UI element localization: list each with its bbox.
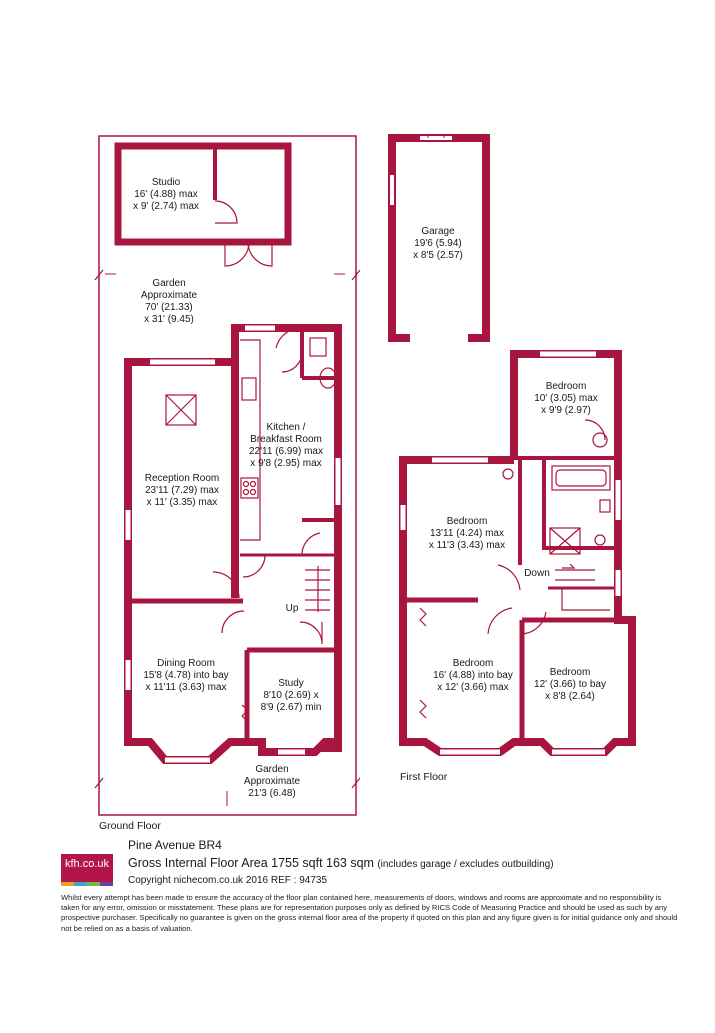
bedroom-front-dims-1: 16' (4.88) into bay (433, 670, 513, 681)
kitchen-dims-2: x 9'8 (2.95) max (250, 458, 321, 469)
studio-name: Studio (152, 177, 181, 188)
study-dims-2: 8'9 (2.67) min (261, 702, 322, 713)
first-floor-label: First Floor (400, 771, 448, 783)
reception-dims-1: 23'11 (7.29) max (145, 485, 219, 496)
bedroom-mid-dims-2: x 11'3 (3.43) max (429, 540, 505, 551)
front-garden-dims: 21'3 (6.48) (248, 788, 296, 799)
studio-dims-2: x 9' (2.74) max (133, 201, 199, 212)
rear-garden-dims-1: 70' (21.33) (145, 302, 193, 313)
rear-garden-approx: Approximate (141, 290, 198, 301)
studio-walls (114, 142, 292, 246)
kitchen-name-2: Breakfast Room (250, 434, 322, 445)
reception-dims-2: x 11' (3.35) max (147, 497, 218, 508)
reception-name: Reception Room (145, 473, 219, 484)
bedroom-small-dims-1: 12' (3.66) to bay (534, 679, 606, 690)
rear-garden-name: Garden (152, 278, 185, 289)
bedroom-small-name: Bedroom (550, 667, 591, 678)
first-windows (400, 351, 621, 755)
garden-boundary (98, 135, 357, 816)
stairs-down-label: Down (524, 568, 550, 579)
dining-dims-2: x 11'11 (3.63) max (145, 682, 226, 693)
kitchen-dims-1: 22'11 (6.99) max (249, 446, 323, 457)
garage-name: Garage (421, 226, 455, 237)
garage-dims-1: 19'6 (5.94) (414, 238, 462, 249)
ground-floor-label: Ground Floor (99, 820, 161, 832)
skylight (165, 394, 197, 426)
bedroom-mid-dims-1: 13'11 (4.24) max (430, 528, 504, 539)
bedroom-small-dims-2: x 8'8 (2.64) (545, 691, 595, 702)
bedroom-mid-name: Bedroom (447, 516, 488, 527)
first-fittings (419, 419, 611, 719)
dining-name: Dining Room (157, 658, 215, 669)
rear-garden-dims-2: x 31' (9.45) (144, 314, 194, 325)
study-name: Study (278, 678, 304, 689)
stairs-up-label: Up (286, 603, 299, 614)
studio-doors (214, 200, 273, 267)
kitchen-fittings (240, 327, 337, 541)
garage-dims-2: x 8'5 (2.57) (413, 250, 463, 261)
window-frames (150, 324, 342, 764)
garage-walls (388, 134, 490, 342)
dining-dims-1: 15'8 (4.78) into bay (143, 670, 228, 681)
first-window-frames (432, 350, 605, 756)
bedroom-top-dims-1: 10' (3.05) max (534, 393, 598, 404)
hall-doors (212, 532, 330, 723)
kitchen-name: Kitchen / (267, 422, 306, 433)
front-garden-approx: Approximate (244, 776, 301, 787)
bedroom-front-name: Bedroom (453, 658, 494, 669)
studio-dims-1: 16' (4.88) max (134, 189, 198, 200)
front-garden-name: Garden (255, 764, 288, 775)
bedroom-top-dims-2: x 9'9 (2.97) (541, 405, 591, 416)
study-dims-1: 8'10 (2.69) x (263, 690, 318, 701)
ground-windows (125, 325, 341, 763)
bedroom-top-name: Bedroom (546, 381, 587, 392)
bedroom-front-dims-2: x 12' (3.66) max (437, 682, 508, 693)
